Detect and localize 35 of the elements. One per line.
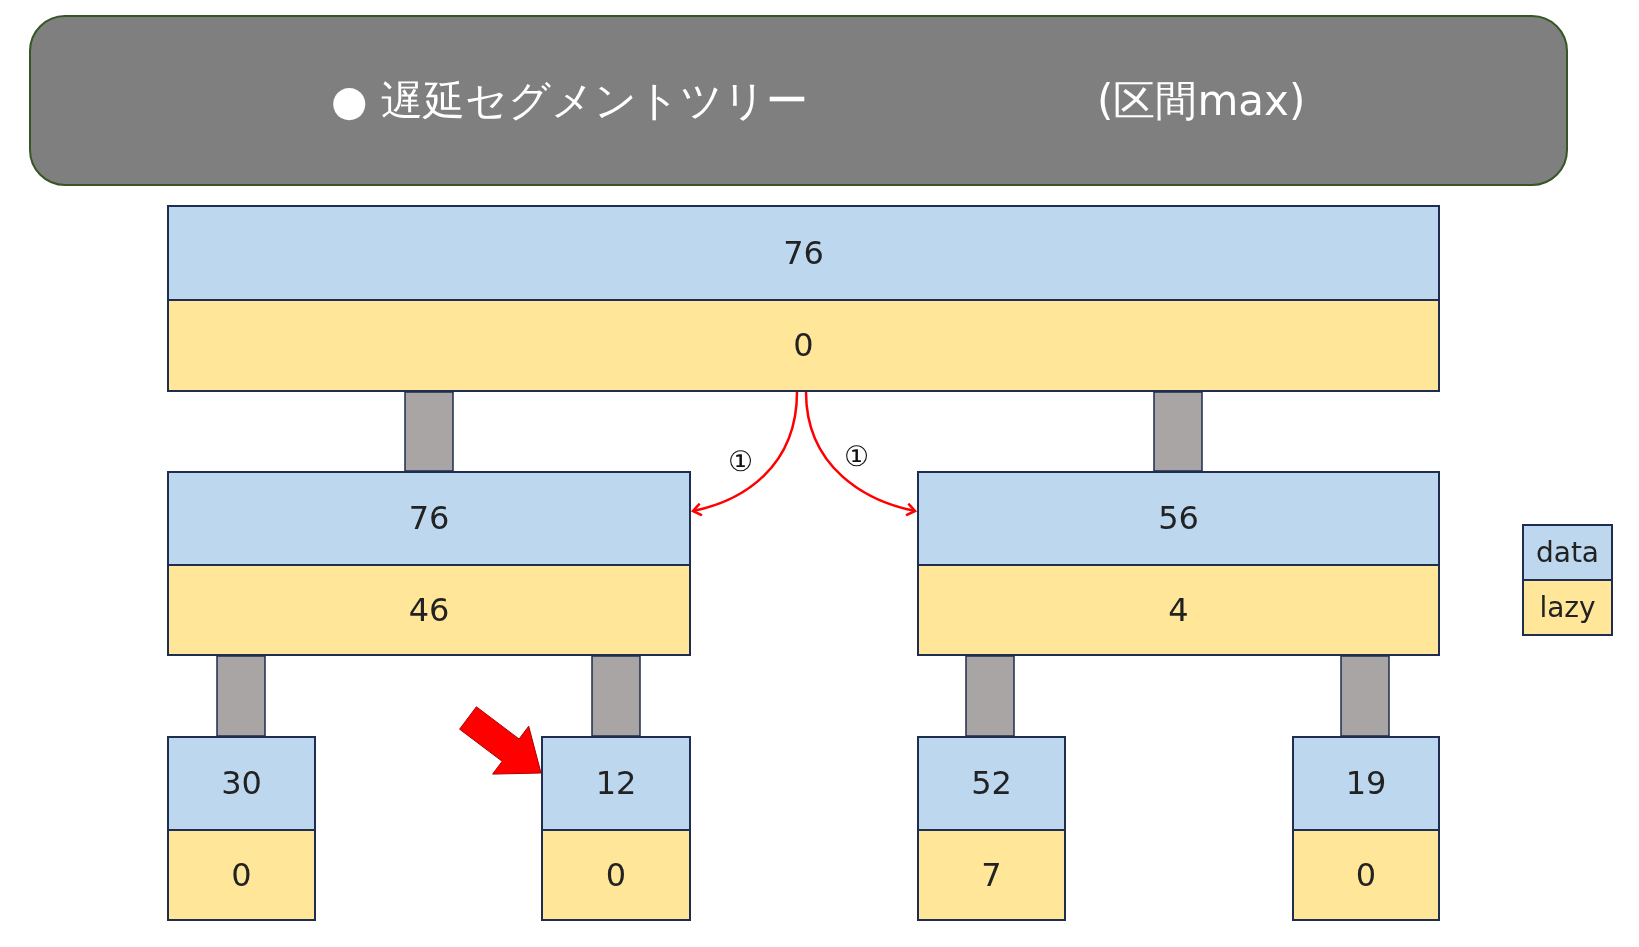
title-text: ● 遅延セグメントツリー xyxy=(331,75,808,127)
data-value: 56 xyxy=(919,473,1438,564)
data-value: 30 xyxy=(169,738,314,829)
tree-node xyxy=(1292,736,1440,921)
legend-label: lazy xyxy=(1539,591,1596,624)
data-value: 52 xyxy=(919,738,1064,829)
connector-bar xyxy=(404,391,454,472)
lazy-value: 0 xyxy=(169,828,314,919)
block-arrow xyxy=(459,706,542,775)
connector-bar xyxy=(591,655,641,737)
connector-bar xyxy=(216,655,266,737)
tree-node xyxy=(917,736,1066,921)
lazy-value: 7 xyxy=(919,828,1064,919)
lazy-value: 0 xyxy=(1294,828,1438,919)
lazy-value: 0 xyxy=(169,298,1438,390)
lazy-value: 46 xyxy=(169,563,689,654)
connector-bar xyxy=(1340,655,1390,737)
tree-node xyxy=(167,736,316,921)
tree-node xyxy=(917,471,1440,656)
arrow xyxy=(804,391,917,517)
lazy-value: 4 xyxy=(919,563,1438,654)
connector-bar xyxy=(965,655,1015,737)
data-value: 19 xyxy=(1294,738,1438,829)
data-value: 76 xyxy=(169,473,689,564)
legend-label: data xyxy=(1535,536,1600,569)
tree-node xyxy=(167,471,691,656)
title-banner xyxy=(29,15,1568,186)
lazy-value: 0 xyxy=(543,828,689,919)
arrow xyxy=(691,391,799,517)
connector-bar xyxy=(1153,391,1203,472)
subtitle-text: (区間max) xyxy=(1097,75,1306,127)
tree-node xyxy=(541,736,691,921)
tree-node xyxy=(167,205,1440,392)
data-value: 76 xyxy=(169,207,1438,299)
data-value: 12 xyxy=(543,738,689,829)
